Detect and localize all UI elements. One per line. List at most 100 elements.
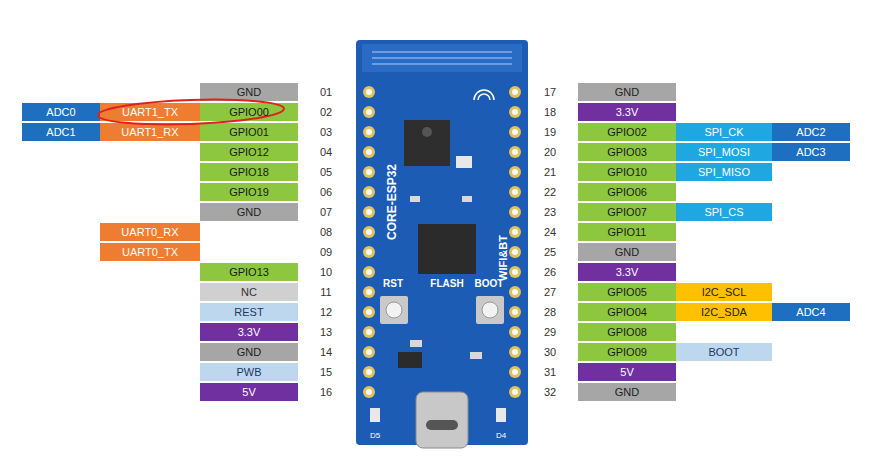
pin-number: 05: [320, 167, 332, 178]
led: [496, 408, 506, 422]
pin-name: SPI_CS: [704, 207, 743, 218]
board-marking: RST: [383, 279, 403, 289]
pin-number: 17: [544, 87, 556, 98]
pin-name: UART0_RX: [121, 227, 178, 238]
pin-label-box: GPIO12: [200, 143, 298, 161]
pin-label-box: UART0_RX: [100, 223, 200, 241]
pin-name: ADC3: [796, 147, 825, 158]
pin-label-box: GND: [578, 383, 676, 401]
pin-number: 12: [320, 307, 332, 318]
highlight-circle: [98, 97, 285, 127]
header-hole: [509, 226, 521, 238]
pin-label-box: PWB: [200, 363, 298, 381]
pin-label-box: UART1_RX: [100, 123, 200, 141]
pin-label-box: GND: [578, 83, 676, 101]
pin-number: 16: [320, 387, 332, 398]
pin-label-box: GPIO06: [578, 183, 676, 201]
pin-name: GPIO10: [607, 167, 647, 178]
pin-name: SPI_MISO: [698, 167, 750, 178]
pin-name: 3.3V: [616, 267, 639, 278]
header-hole: [509, 146, 521, 158]
pin-name: GPIO08: [607, 327, 647, 338]
pin-number: 18: [544, 107, 556, 118]
pin-number: 27: [544, 287, 556, 298]
pin-label-box: GPIO02: [578, 123, 676, 141]
pin-label-box: GPIO00: [200, 103, 298, 121]
pin-name: 3.3V: [616, 107, 639, 118]
pin-label-box: GPIO09: [578, 343, 676, 361]
pin-name: I2C_SCL: [702, 287, 747, 298]
pin-label-box: GPIO07: [578, 203, 676, 221]
pin-label-box: BOOT: [676, 343, 772, 361]
pin-label-box: 5V: [578, 363, 676, 381]
pin-name: UART0_TX: [122, 247, 178, 258]
rst-button: [380, 296, 408, 324]
pin-name: SPI_MOSI: [698, 147, 750, 158]
button-cap: [386, 302, 402, 318]
pin-label-box: 3.3V: [200, 323, 298, 341]
crystal: [456, 156, 472, 168]
smd-part: [410, 196, 420, 202]
pin-number: 15: [320, 367, 332, 378]
pin-label-box: GPIO10: [578, 163, 676, 181]
pin-name: GND: [237, 207, 261, 218]
header-hole: [363, 186, 375, 198]
antenna-area: [362, 44, 522, 72]
pin-name: PWB: [236, 367, 261, 378]
board-marking: BOOT: [475, 279, 504, 289]
smd-part: [470, 352, 482, 359]
pin-number: 04: [320, 147, 332, 158]
pin-name: GND: [237, 347, 261, 358]
button-cap: [482, 302, 498, 318]
header-hole: [509, 386, 521, 398]
pin-number: 32: [544, 387, 556, 398]
pin-number: 07: [320, 207, 332, 218]
pin-label-box: GND: [200, 83, 298, 101]
pin-name: GPIO06: [607, 187, 647, 198]
pin-number: 01: [320, 87, 332, 98]
pin-name: GPIO07: [607, 207, 647, 218]
header-hole: [363, 266, 375, 278]
regulator: [398, 352, 422, 368]
pin-label-box: GPIO01: [200, 123, 298, 141]
pin-number: 02: [320, 107, 332, 118]
pin-label-box: 3.3V: [578, 103, 676, 121]
pin-name: GND: [615, 247, 639, 258]
pin-name: GND: [615, 87, 639, 98]
pin-label-box: I2C_SDA: [676, 303, 772, 321]
pin-label-box: GND: [578, 243, 676, 261]
pin-label-box: UART0_TX: [100, 243, 200, 261]
header-hole: [363, 326, 375, 338]
esp32-chip: [404, 120, 450, 166]
pin-name: 5V: [242, 387, 255, 398]
pin-label-box: 5V: [200, 383, 298, 401]
board-marking: D4: [496, 432, 506, 440]
pin-label-box: 3.3V: [578, 263, 676, 281]
wifi-logo: [474, 90, 494, 100]
pin-label-box: ADC0: [22, 103, 100, 121]
pin-number: 25: [544, 247, 556, 258]
pin-name: GPIO12: [229, 147, 269, 158]
header-hole: [509, 206, 521, 218]
header-hole: [363, 286, 375, 298]
flash-chip: [418, 224, 476, 274]
pin-name: GPIO19: [229, 187, 269, 198]
pin-label-box: GPIO19: [200, 183, 298, 201]
board-marking: FLASH: [430, 279, 463, 289]
pin-name: GPIO09: [607, 347, 647, 358]
pin-name: GPIO00: [229, 107, 269, 118]
pin-number: 10: [320, 267, 332, 278]
pin-number: 22: [544, 187, 556, 198]
pin-number: 06: [320, 187, 332, 198]
header-hole: [363, 226, 375, 238]
header-hole: [363, 306, 375, 318]
board-name: CORE-ESP32: [386, 164, 398, 240]
pin-name: ADC1: [46, 127, 75, 138]
header-hole: [363, 106, 375, 118]
pin-number: 31: [544, 367, 556, 378]
pin-name: I2C_SDA: [701, 307, 747, 318]
pin-name: GND: [237, 87, 261, 98]
pin-label-box: ADC1: [22, 123, 100, 141]
pcb: [356, 40, 528, 445]
pin-label-box: ADC3: [772, 143, 850, 161]
